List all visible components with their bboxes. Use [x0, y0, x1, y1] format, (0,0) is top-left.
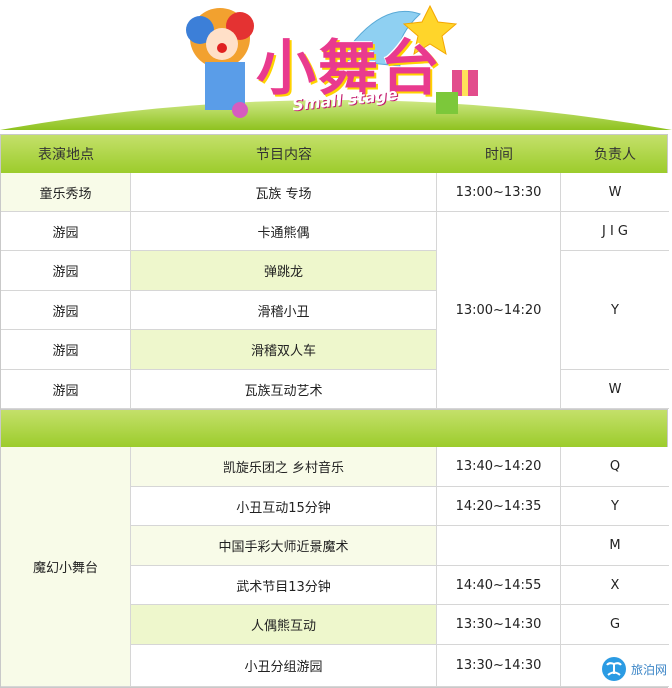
location-cell: 游园: [1, 291, 131, 330]
time-cell: 14:40~14:55: [437, 566, 561, 605]
header-program: 节目内容: [256, 147, 312, 163]
location-cell: 魔幻小舞台: [1, 447, 131, 687]
time-cell: 13:30~14:30: [437, 605, 561, 645]
program-cell: 武术节目13分钟: [131, 566, 437, 605]
header-time: 时间: [485, 147, 513, 163]
person-cell: X: [561, 566, 669, 605]
program-cell: 卡通熊偶: [131, 212, 437, 251]
person-cell: Y: [561, 251, 669, 370]
program-cell: 凯旋乐团之 乡村音乐: [131, 447, 437, 487]
person-cell: W: [561, 370, 669, 409]
person-cell: M: [561, 526, 669, 566]
time-cell: 13:40~14:20: [437, 447, 561, 487]
person-cell: J I G: [561, 212, 669, 251]
location-cell: 童乐秀场: [1, 173, 131, 212]
time-cell: 13:00~13:30: [437, 173, 561, 212]
star-icon: [402, 4, 458, 56]
watermark: 旅泊网: [596, 650, 672, 688]
program-cell: 小丑互动15分钟: [131, 487, 437, 526]
person-cell: G: [561, 605, 669, 645]
section-divider: [1, 409, 667, 447]
program-cell: 瓦族 专场: [131, 173, 437, 212]
program-cell: 瓦族互动艺术: [131, 370, 437, 409]
section-1: 童乐秀场 游园 游园 游园 游园 游园 瓦族 专场 卡通熊偶 弹跳龙 滑稽小丑 …: [1, 173, 669, 409]
program-cell: 弹跳龙: [131, 251, 437, 291]
program-cell: 中国手彩大师近景魔术: [131, 526, 437, 566]
program-cell: 小丑分组游园: [131, 645, 437, 687]
wing-icon: [339, 10, 421, 67]
program-cell: 人偶熊互动: [131, 605, 437, 645]
location-cell: 游园: [1, 251, 131, 291]
time-cell: 13:00~14:20: [437, 212, 561, 409]
location-cell: 游园: [1, 370, 131, 409]
time-cell: 14:20~14:35: [437, 487, 561, 526]
header-person: 负责人: [594, 147, 636, 163]
header-location: 表演地点: [38, 147, 94, 163]
schedule-table: 表演地点 节目内容 时间 负责人 童乐秀场 游园 游园 游园 游园 游园 瓦族 …: [0, 134, 669, 688]
program-cell: 滑稽小丑: [131, 291, 437, 330]
section-2: 魔幻小舞台 凯旋乐团之 乡村音乐 小丑互动15分钟 中国手彩大师近景魔术 武术节…: [1, 447, 669, 687]
location-cell: 游园: [1, 330, 131, 370]
person-cell: W: [561, 173, 669, 212]
banner: 小舞台 Small stage: [0, 0, 672, 130]
table-header: 表演地点 节目内容 时间 负责人: [1, 135, 667, 173]
person-cell: Y: [561, 487, 669, 526]
clown-icon: [186, 8, 254, 118]
person-cell: Q: [561, 447, 669, 487]
time-cell: 13:30~14:30: [437, 645, 561, 687]
watermark-text: 旅泊网: [630, 662, 667, 677]
time-cell: [437, 526, 561, 566]
location-cell: 游园: [1, 212, 131, 251]
banner-title: 小舞台: [256, 34, 442, 104]
banner-hill: [0, 4, 672, 130]
palm-tree-icon: [601, 657, 626, 681]
program-cell: 滑稽双人车: [131, 330, 437, 370]
